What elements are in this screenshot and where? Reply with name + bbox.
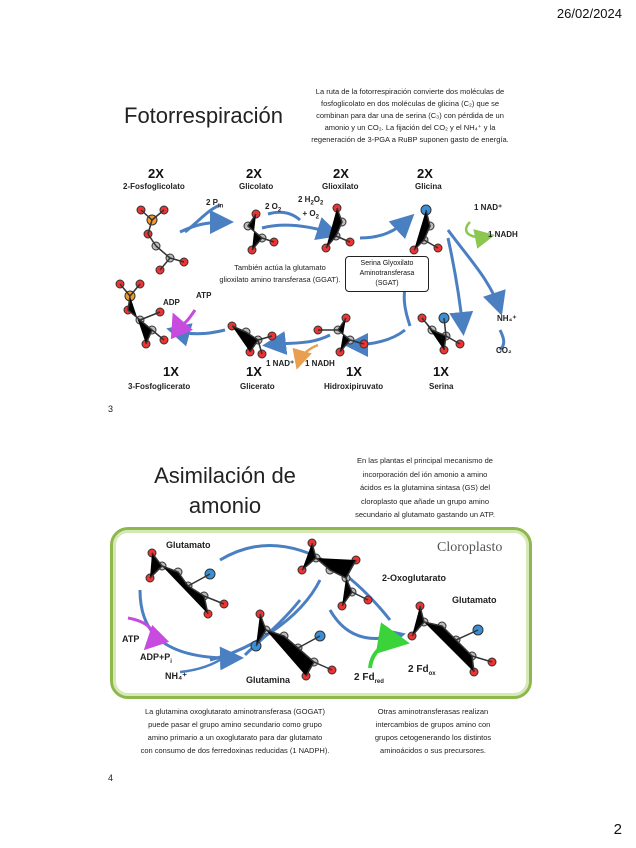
coef-serine: 1X bbox=[433, 364, 449, 379]
molecule-serine bbox=[417, 312, 465, 355]
label-fd-red: 2 Fdred bbox=[354, 672, 384, 685]
slide-number: 3 bbox=[108, 404, 114, 414]
label-co2: CO₂ bbox=[496, 346, 512, 355]
name-glycolate: Glicolato bbox=[239, 182, 274, 191]
molecule-oxoglutarate bbox=[297, 538, 373, 611]
ggat-note: También actúa la glutamato glioxilato am… bbox=[219, 263, 341, 284]
molecule-glycine bbox=[409, 204, 443, 255]
label-adp-pi: ADP+Pi bbox=[140, 652, 172, 665]
name-phosphoglycerate: 3-Fosfoglicerato bbox=[128, 382, 191, 391]
name-serine: Serina bbox=[429, 382, 454, 391]
name-glycerate: Glicerato bbox=[240, 382, 275, 391]
slide-number: 4 bbox=[108, 773, 114, 783]
coef-glycolate: 2X bbox=[246, 166, 262, 181]
name-glutamate-left: Glutamato bbox=[166, 540, 211, 550]
print-date: 26/02/2024 bbox=[556, 6, 622, 21]
slide-title: Fotorrespiración bbox=[124, 103, 283, 128]
label-nh4: NH₄⁺ bbox=[497, 314, 517, 323]
chloroplast-frame bbox=[110, 527, 532, 699]
name-phosphoglycolate: 2-Fosfoglicolato bbox=[123, 182, 185, 191]
molecule-hydroxypyruvate bbox=[313, 313, 369, 357]
name-hydroxypyruvate: Hidroxipiruvato bbox=[324, 382, 384, 391]
label-adp: ADP bbox=[163, 298, 180, 307]
coef-phosphoglycolate: 2X bbox=[148, 166, 164, 181]
sgat-enzyme-box: Serina Glyoxilato Aminotransferasa (SGAT… bbox=[345, 256, 429, 292]
name-glyoxylate: Glioxilato bbox=[322, 182, 359, 191]
coef-glycerate: 1X bbox=[246, 364, 262, 379]
name-glutamate-right: Glutamato bbox=[452, 595, 497, 605]
gogat-note: La glutamina oxoglutarato aminotransfera… bbox=[140, 707, 330, 755]
name-glycine: Glicina bbox=[415, 182, 442, 191]
aminotransferase-note: Otras aminotransferasas realizan interca… bbox=[374, 707, 492, 755]
label-atp: ATP bbox=[122, 634, 140, 644]
label-h2o2-o2: 2 H2O2 + O2 bbox=[298, 195, 324, 221]
coef-glyoxylate: 2X bbox=[333, 166, 349, 181]
label-nad-top: 1 NAD⁺ bbox=[474, 203, 503, 212]
label-fd-ox: 2 Fdox bbox=[408, 664, 436, 677]
label-pi: 2 Pin bbox=[206, 198, 224, 210]
label-nh4: NH₄⁺ bbox=[165, 671, 188, 681]
name-oxoglutarate: 2-Oxoglutarato bbox=[382, 573, 447, 583]
molecule-glycolate bbox=[243, 209, 279, 255]
molecule-phosphoglycolate bbox=[136, 205, 189, 275]
chloroplast-label: Cloroplasto bbox=[437, 540, 503, 555]
label-nadh-bottom: 1 NADH bbox=[305, 359, 335, 368]
label-nadh-top: 1 NADH bbox=[488, 230, 518, 239]
molecule-glycerate bbox=[227, 321, 277, 359]
molecule-glutamate-right bbox=[407, 601, 497, 677]
molecule-phosphoglycerate bbox=[115, 279, 169, 349]
page-number: 2 bbox=[613, 821, 622, 838]
slide-blurb: La ruta de la fotorrespiración convierte… bbox=[311, 87, 509, 144]
label-o2: 2 O2 bbox=[265, 202, 282, 214]
molecule-glutamate-left bbox=[145, 548, 229, 619]
slide-blurb: En las plantas el principal mecanismo de… bbox=[355, 456, 495, 519]
label-nad-bottom: 1 NAD⁺ bbox=[266, 359, 295, 368]
name-glutamine: Glutamina bbox=[246, 675, 291, 685]
molecule-glutamine bbox=[250, 609, 337, 681]
coef-phosphoglycerate: 1X bbox=[163, 364, 179, 379]
coef-glycine: 2X bbox=[417, 166, 433, 181]
coef-hydroxypyruvate: 1X bbox=[346, 364, 362, 379]
label-atp: ATP bbox=[196, 291, 212, 300]
molecule-glyoxylate bbox=[321, 203, 355, 253]
slide-title: Asimilación de amonio bbox=[154, 463, 296, 518]
